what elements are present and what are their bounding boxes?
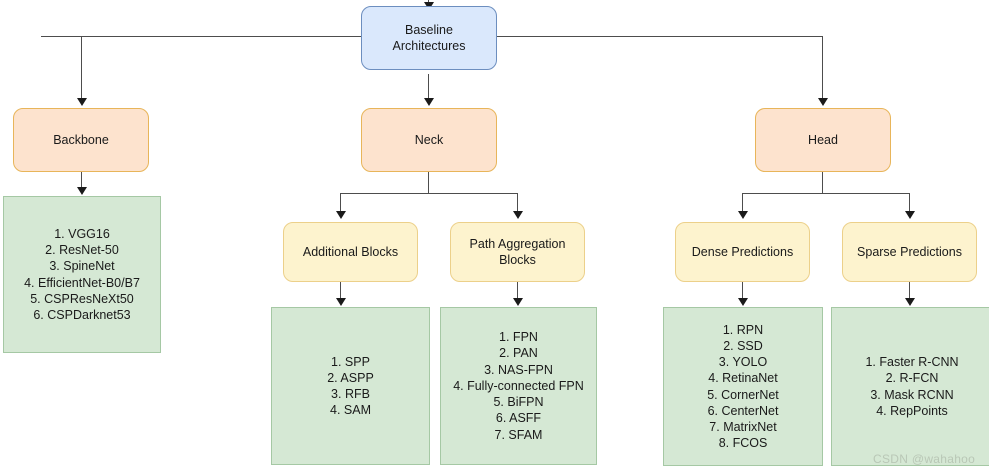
- connector-neck-to-additional: [340, 193, 342, 214]
- arrow-into-path-agg-list: [513, 298, 523, 306]
- backbone-list-text: 1. VGG16 2. ResNet-50 3. SpineNet 4. Eff…: [24, 226, 140, 322]
- node-backbone-label: Backbone: [53, 132, 109, 147]
- connector-dense-to-list: [742, 282, 744, 300]
- connector-sparse-to-list: [909, 282, 911, 300]
- connector-neck-bus: [340, 193, 518, 195]
- connector-root-to-neck: [428, 74, 430, 100]
- node-sparse-predictions[interactable]: Sparse Predictions: [842, 222, 977, 282]
- connector-head-to-sparse: [909, 193, 911, 214]
- leaf-backbone-list[interactable]: 1. VGG16 2. ResNet-50 3. SpineNet 4. Eff…: [3, 196, 161, 353]
- node-baseline-architectures[interactable]: Baseline Architectures: [361, 6, 497, 70]
- arrow-into-dense-list: [738, 298, 748, 306]
- node-additional-blocks-label: Additional Blocks: [302, 244, 399, 259]
- connector-neck-stem: [428, 172, 430, 194]
- connector-head-bus: [742, 193, 910, 195]
- path-aggregation-list-text: 1. FPN 2. PAN 3. NAS-FPN 4. Fully-connec…: [453, 330, 584, 442]
- node-dense-predictions[interactable]: Dense Predictions: [675, 222, 810, 282]
- sparse-predictions-list-text: 1. Faster R-CNN 2. R-FCN 3. Mask RCNN 4.…: [865, 355, 959, 418]
- arrow-into-path-aggregation-blocks: [513, 211, 523, 219]
- connector-head-to-dense: [742, 193, 744, 214]
- arrow-into-head: [818, 98, 828, 106]
- additional-blocks-list-text: 1. SPP 2. ASPP 3. RFB 4. SAM: [327, 354, 374, 418]
- node-sparse-predictions-label: Sparse Predictions: [857, 244, 962, 259]
- node-path-aggregation-blocks[interactable]: Path Aggregation Blocks: [450, 222, 585, 282]
- arrow-into-sparse-list: [905, 298, 915, 306]
- node-baseline-architectures-label: Baseline Architectures: [392, 22, 466, 53]
- node-backbone[interactable]: Backbone: [13, 108, 149, 172]
- node-neck-label: Neck: [414, 132, 444, 147]
- node-dense-predictions-label: Dense Predictions: [691, 244, 794, 259]
- connector-backbone-to-list: [81, 172, 83, 190]
- connector-neck-to-path-agg: [517, 193, 519, 214]
- node-head-label: Head: [808, 132, 838, 147]
- dense-predictions-list-text: 1. RPN 2. SSD 3. YOLO 4. RetinaNet 5. Co…: [707, 322, 779, 451]
- connector-additional-to-list: [340, 282, 342, 300]
- arrow-into-additional-blocks: [336, 211, 346, 219]
- node-head[interactable]: Head: [755, 108, 891, 172]
- watermark: CSDN @wahahoo: [873, 452, 976, 466]
- connector-root-to-head: [822, 36, 824, 100]
- connector-root-bus-right: [497, 36, 823, 38]
- connector-root-bus-left: [41, 36, 361, 38]
- node-neck[interactable]: Neck: [361, 108, 497, 172]
- arrow-into-additional-list: [336, 298, 346, 306]
- connector-path-agg-to-list: [517, 282, 519, 300]
- arrow-into-dense-predictions: [738, 211, 748, 219]
- node-additional-blocks[interactable]: Additional Blocks: [283, 222, 418, 282]
- leaf-sparse-predictions-list[interactable]: 1. Faster R-CNN 2. R-FCN 3. Mask RCNN 4.…: [831, 307, 989, 466]
- connector-root-to-backbone: [81, 36, 83, 100]
- arrow-into-backbone: [77, 98, 87, 106]
- leaf-dense-predictions-list[interactable]: 1. RPN 2. SSD 3. YOLO 4. RetinaNet 5. Co…: [663, 307, 823, 466]
- leaf-path-aggregation-list[interactable]: 1. FPN 2. PAN 3. NAS-FPN 4. Fully-connec…: [440, 307, 597, 465]
- connector-head-stem: [822, 172, 824, 194]
- arrow-into-sparse-predictions: [905, 211, 915, 219]
- arrow-into-neck: [424, 98, 434, 106]
- arrow-into-backbone-list: [77, 187, 87, 195]
- leaf-additional-blocks-list[interactable]: 1. SPP 2. ASPP 3. RFB 4. SAM: [271, 307, 430, 465]
- node-path-aggregation-blocks-label: Path Aggregation Blocks: [469, 236, 566, 267]
